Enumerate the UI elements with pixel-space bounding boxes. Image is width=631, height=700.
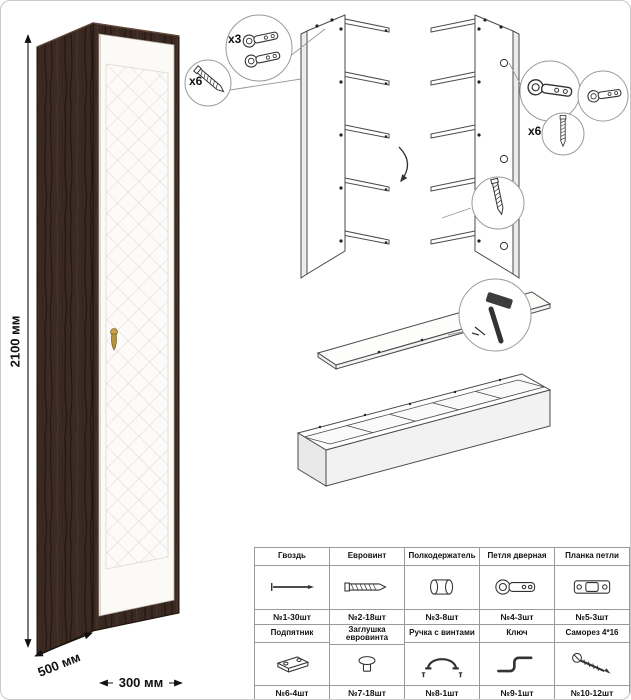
door-handle bbox=[110, 328, 118, 351]
part-qty: №6-4шт bbox=[255, 685, 329, 699]
screw-quantity-label-right: x6 bbox=[528, 124, 542, 138]
parts-table-cell: Планка петли №5-3шт bbox=[555, 548, 629, 624]
handle-icon bbox=[405, 643, 479, 686]
part-name: Гвоздь bbox=[255, 548, 329, 566]
hinge-callout-circle bbox=[225, 14, 293, 82]
carcass-box-drawing bbox=[296, 373, 552, 487]
part-qty: №10-12шт bbox=[555, 685, 629, 699]
hinge-quantity-label: x3 bbox=[228, 32, 242, 46]
screw-callout-circle-right bbox=[541, 112, 585, 156]
part-qty: №3-8шт bbox=[405, 608, 479, 624]
hinge-plate-icon bbox=[555, 566, 629, 609]
part-name: Ключ bbox=[480, 625, 554, 643]
parts-table-cell: Заглушка евровинта №7-18шт bbox=[330, 624, 404, 699]
parts-table-cell: Гвоздь №1-30шт bbox=[255, 548, 329, 624]
hinge-cup-marks bbox=[499, 58, 509, 251]
part-name: Саморез 4*16 bbox=[555, 625, 629, 643]
carcass-right-drawing bbox=[430, 14, 520, 279]
self-tapping-screw-icon bbox=[555, 643, 629, 686]
parts-table-cell: Евровинт №2-18шт bbox=[330, 548, 404, 624]
shelf-support-icon bbox=[405, 566, 479, 609]
parts-table-cell: Полкодержатель №3-8шт bbox=[405, 548, 479, 624]
parts-table-cell: Петля дверная №4-3шт bbox=[480, 548, 554, 624]
confirmat-callout-circle bbox=[471, 176, 525, 230]
part-name: Полкодержатель bbox=[405, 548, 479, 566]
nail-icon bbox=[255, 566, 329, 609]
hinge-callout-circles-right bbox=[519, 60, 629, 122]
part-qty: №5-3шт bbox=[555, 608, 629, 624]
parts-table-cell: Саморез 4*16 №10-12шт bbox=[555, 624, 629, 699]
callout-leaders bbox=[229, 28, 523, 336]
part-name: Подпятник bbox=[255, 625, 329, 643]
hammer-callout-circle bbox=[458, 278, 532, 352]
join-arrow bbox=[398, 146, 409, 183]
part-name: Ручка с винтами bbox=[405, 625, 479, 643]
parts-table-cell: Ручка с винтами №8-1шт bbox=[405, 624, 479, 699]
door-quilt-panel bbox=[105, 63, 169, 570]
foot-glide-icon bbox=[255, 643, 329, 686]
wardrobe-illustration bbox=[36, 22, 180, 657]
parts-table: Гвоздь №1-30шт Евровинт №2-18шт Полкодер… bbox=[254, 547, 630, 699]
part-name: Планка петли bbox=[555, 548, 629, 566]
door-hinge-icon bbox=[480, 566, 554, 609]
part-qty: №8-1шт bbox=[405, 685, 479, 699]
screw-quantity-label-left: x6 bbox=[189, 74, 203, 88]
euroscrew-cap-icon bbox=[330, 645, 404, 685]
part-qty: №7-18шт bbox=[330, 685, 404, 699]
dimension-width-label: 300 мм bbox=[113, 675, 169, 690]
parts-table-cell: Подпятник №6-4шт bbox=[255, 624, 329, 699]
part-qty: №9-1шт bbox=[480, 685, 554, 699]
part-qty: №2-18шт bbox=[330, 608, 404, 624]
part-name: Петля дверная bbox=[480, 548, 554, 566]
screw-callout-circle-left bbox=[184, 59, 232, 107]
part-qty: №1-30шт bbox=[255, 608, 329, 624]
depth-arrow bbox=[34, 632, 93, 657]
key-icon bbox=[480, 643, 554, 686]
part-name: Заглушка евровинта bbox=[330, 625, 404, 646]
part-name: Евровинт bbox=[330, 548, 404, 566]
parts-table-cell: Ключ №9-1шт bbox=[480, 624, 554, 699]
dimension-height-label: 2100 мм bbox=[7, 315, 23, 368]
part-qty: №4-3шт bbox=[480, 608, 554, 624]
hammer-icon bbox=[471, 292, 513, 344]
carcass-left-drawing bbox=[300, 14, 390, 279]
euroscrew-icon bbox=[330, 566, 404, 609]
